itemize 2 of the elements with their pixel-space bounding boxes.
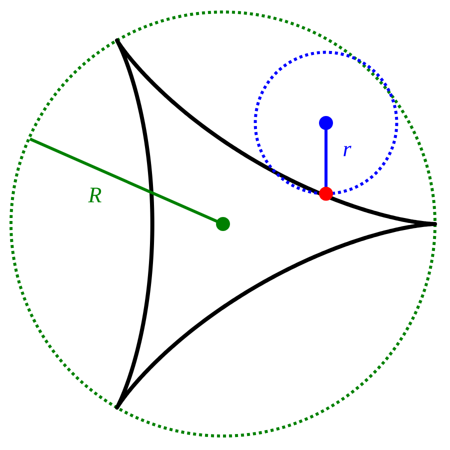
radius-label: r (344, 146, 352, 156)
radius-label: R (88, 188, 102, 202)
